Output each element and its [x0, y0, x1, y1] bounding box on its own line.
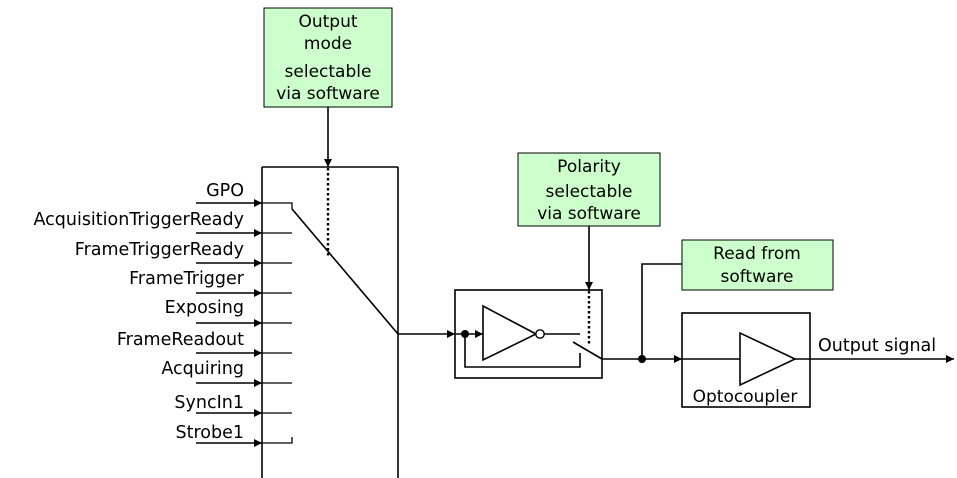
inverter-block	[454, 289, 603, 379]
input-sync-in1: SyncIn1	[174, 393, 292, 417]
inverter-bubble	[535, 329, 545, 339]
polarity-box: Polarity selectable via software	[517, 152, 661, 227]
input-acquiring: Acquiring	[161, 359, 292, 387]
input-label: FrameTriggerReady	[75, 240, 244, 260]
optocoupler-block: Optocoupler	[681, 312, 811, 408]
input-frame-readout: FrameReadout	[117, 330, 292, 357]
input-label: GPO	[206, 181, 244, 201]
input-label: Strobe1	[176, 423, 245, 443]
read-line-1: Read from	[713, 244, 801, 264]
input-label: FrameReadout	[117, 330, 244, 350]
optocoupler-triangle	[739, 331, 797, 387]
input-label: Acquiring	[161, 359, 244, 379]
input-frame-trigger-ready: FrameTriggerReady	[75, 240, 292, 267]
polarity-switch	[572, 341, 603, 360]
output-signal-label: Output signal	[818, 336, 936, 356]
output-mode-line-2: mode	[304, 34, 352, 54]
input-label: AcquisitionTriggerReady	[33, 210, 244, 230]
output-mode-line-3: selectable	[285, 62, 372, 82]
input-exposing: Exposing	[165, 298, 292, 327]
input-gpo: GPO	[196, 181, 293, 209]
readback-line	[641, 263, 682, 359]
output-mode-line-1: Output	[298, 12, 357, 32]
polarity-line-3: via software	[537, 204, 641, 224]
read-line-2: software	[720, 267, 793, 287]
selector-switch	[291, 208, 399, 335]
output-mode-box: Output mode selectable via software	[263, 7, 393, 108]
output-mode-line-4: via software	[276, 84, 380, 104]
input-label: FrameTrigger	[129, 269, 245, 289]
polarity-line-2: selectable	[546, 182, 633, 202]
input-signals: GPO AcquisitionTriggerReady FrameTrigger…	[33, 181, 293, 447]
input-acquisition-trigger-ready: AcquisitionTriggerReady	[33, 210, 292, 237]
input-frame-trigger: FrameTrigger	[129, 269, 292, 297]
input-label: SyncIn1	[174, 393, 244, 413]
read-from-software-box: Read from software	[681, 239, 834, 291]
polarity-line-1: Polarity	[557, 157, 621, 177]
input-strobe1: Strobe1	[176, 423, 293, 447]
input-label: Exposing	[165, 298, 244, 318]
inverter-triangle	[482, 304, 538, 362]
optocoupler-label: Optocoupler	[693, 387, 798, 407]
